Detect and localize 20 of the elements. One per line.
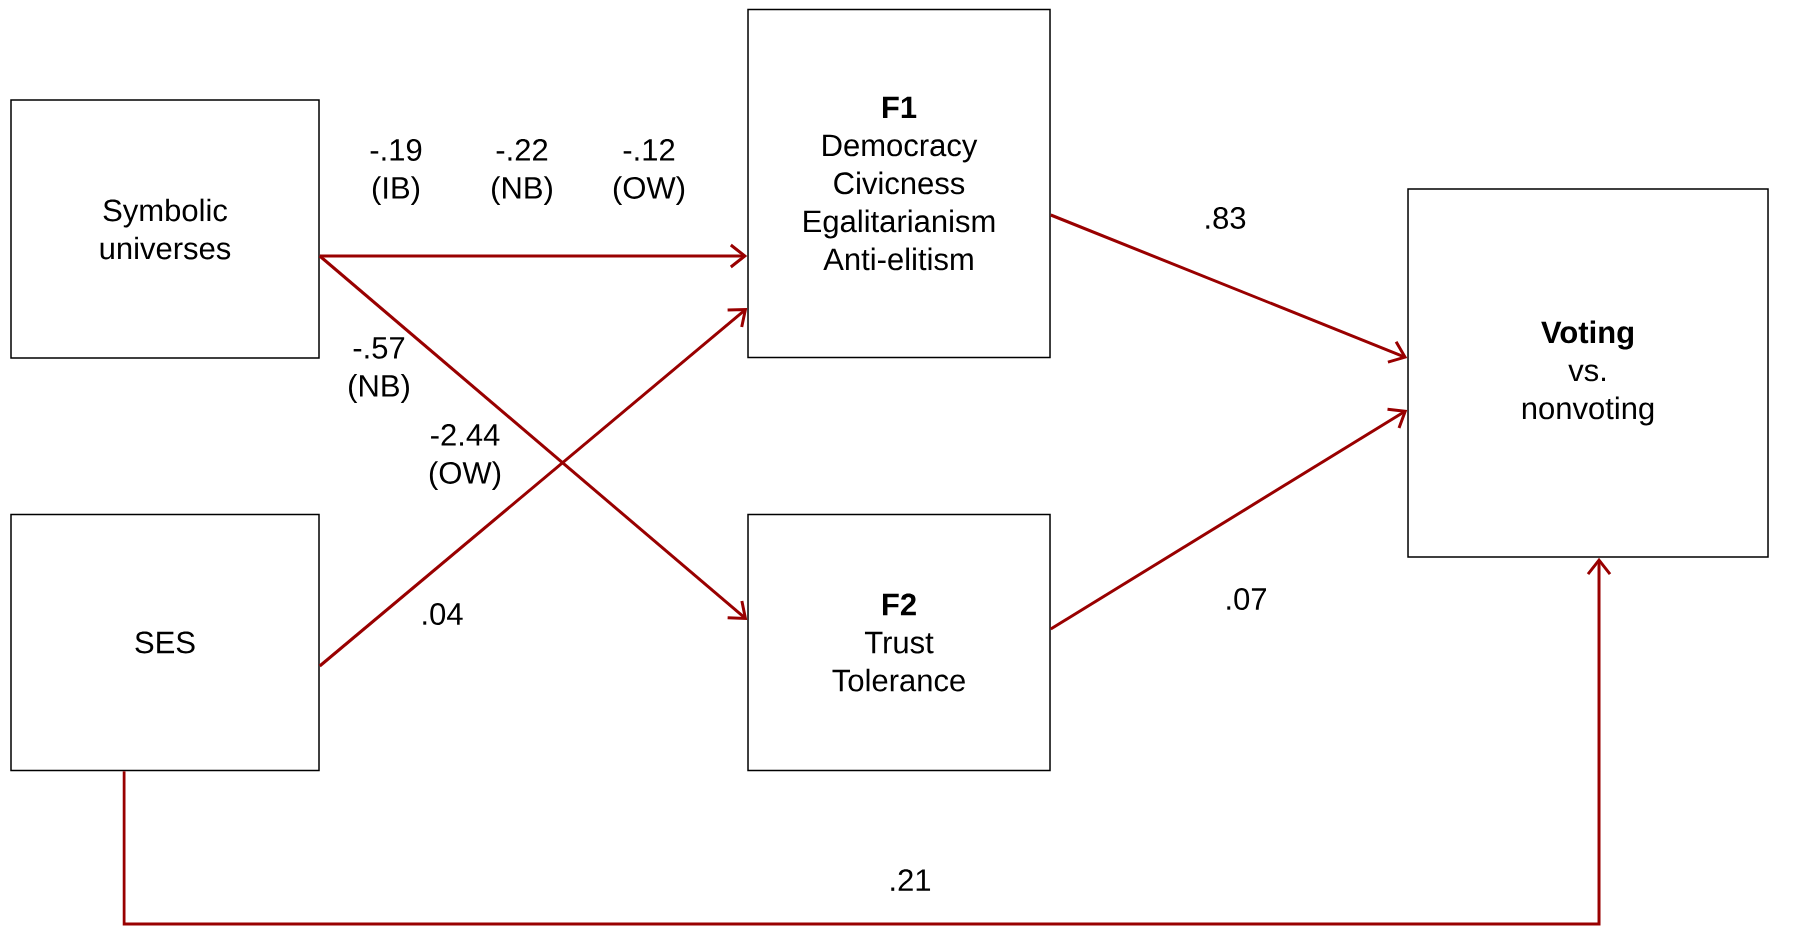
arrow bbox=[318, 308, 748, 668]
path-coefficient: -.19 (IB) bbox=[370, 139, 422, 206]
box: F1 Democracy Civicness Egalitarianism Anti-elitism bbox=[747, 8, 1051, 359]
arrow bbox=[122, 557, 1612, 926]
arrow bbox=[1049, 407, 1408, 631]
arrow bbox=[319, 243, 748, 269]
box: F2 Trust Tolerance bbox=[747, 513, 1051, 772]
edge-label: .04 bbox=[418, 601, 466, 627]
arrow bbox=[318, 254, 748, 620]
path-coefficient: -2.44 (OW) bbox=[429, 424, 501, 491]
edge-label: .21 bbox=[886, 867, 934, 893]
arrow bbox=[1050, 213, 1408, 364]
path-coefficient: -.57 (NB) bbox=[349, 337, 409, 403]
path-coefficient: -.12 (OW) bbox=[613, 139, 685, 206]
edge-label: .83 bbox=[1201, 205, 1249, 231]
path-coefficient: -.22 (NB) bbox=[492, 139, 552, 206]
edge-label: .07 bbox=[1222, 586, 1270, 612]
box: Symbolic universes bbox=[10, 99, 320, 359]
box: Voting vs. nonvoting bbox=[1407, 188, 1769, 558]
box: SES bbox=[10, 513, 320, 772]
